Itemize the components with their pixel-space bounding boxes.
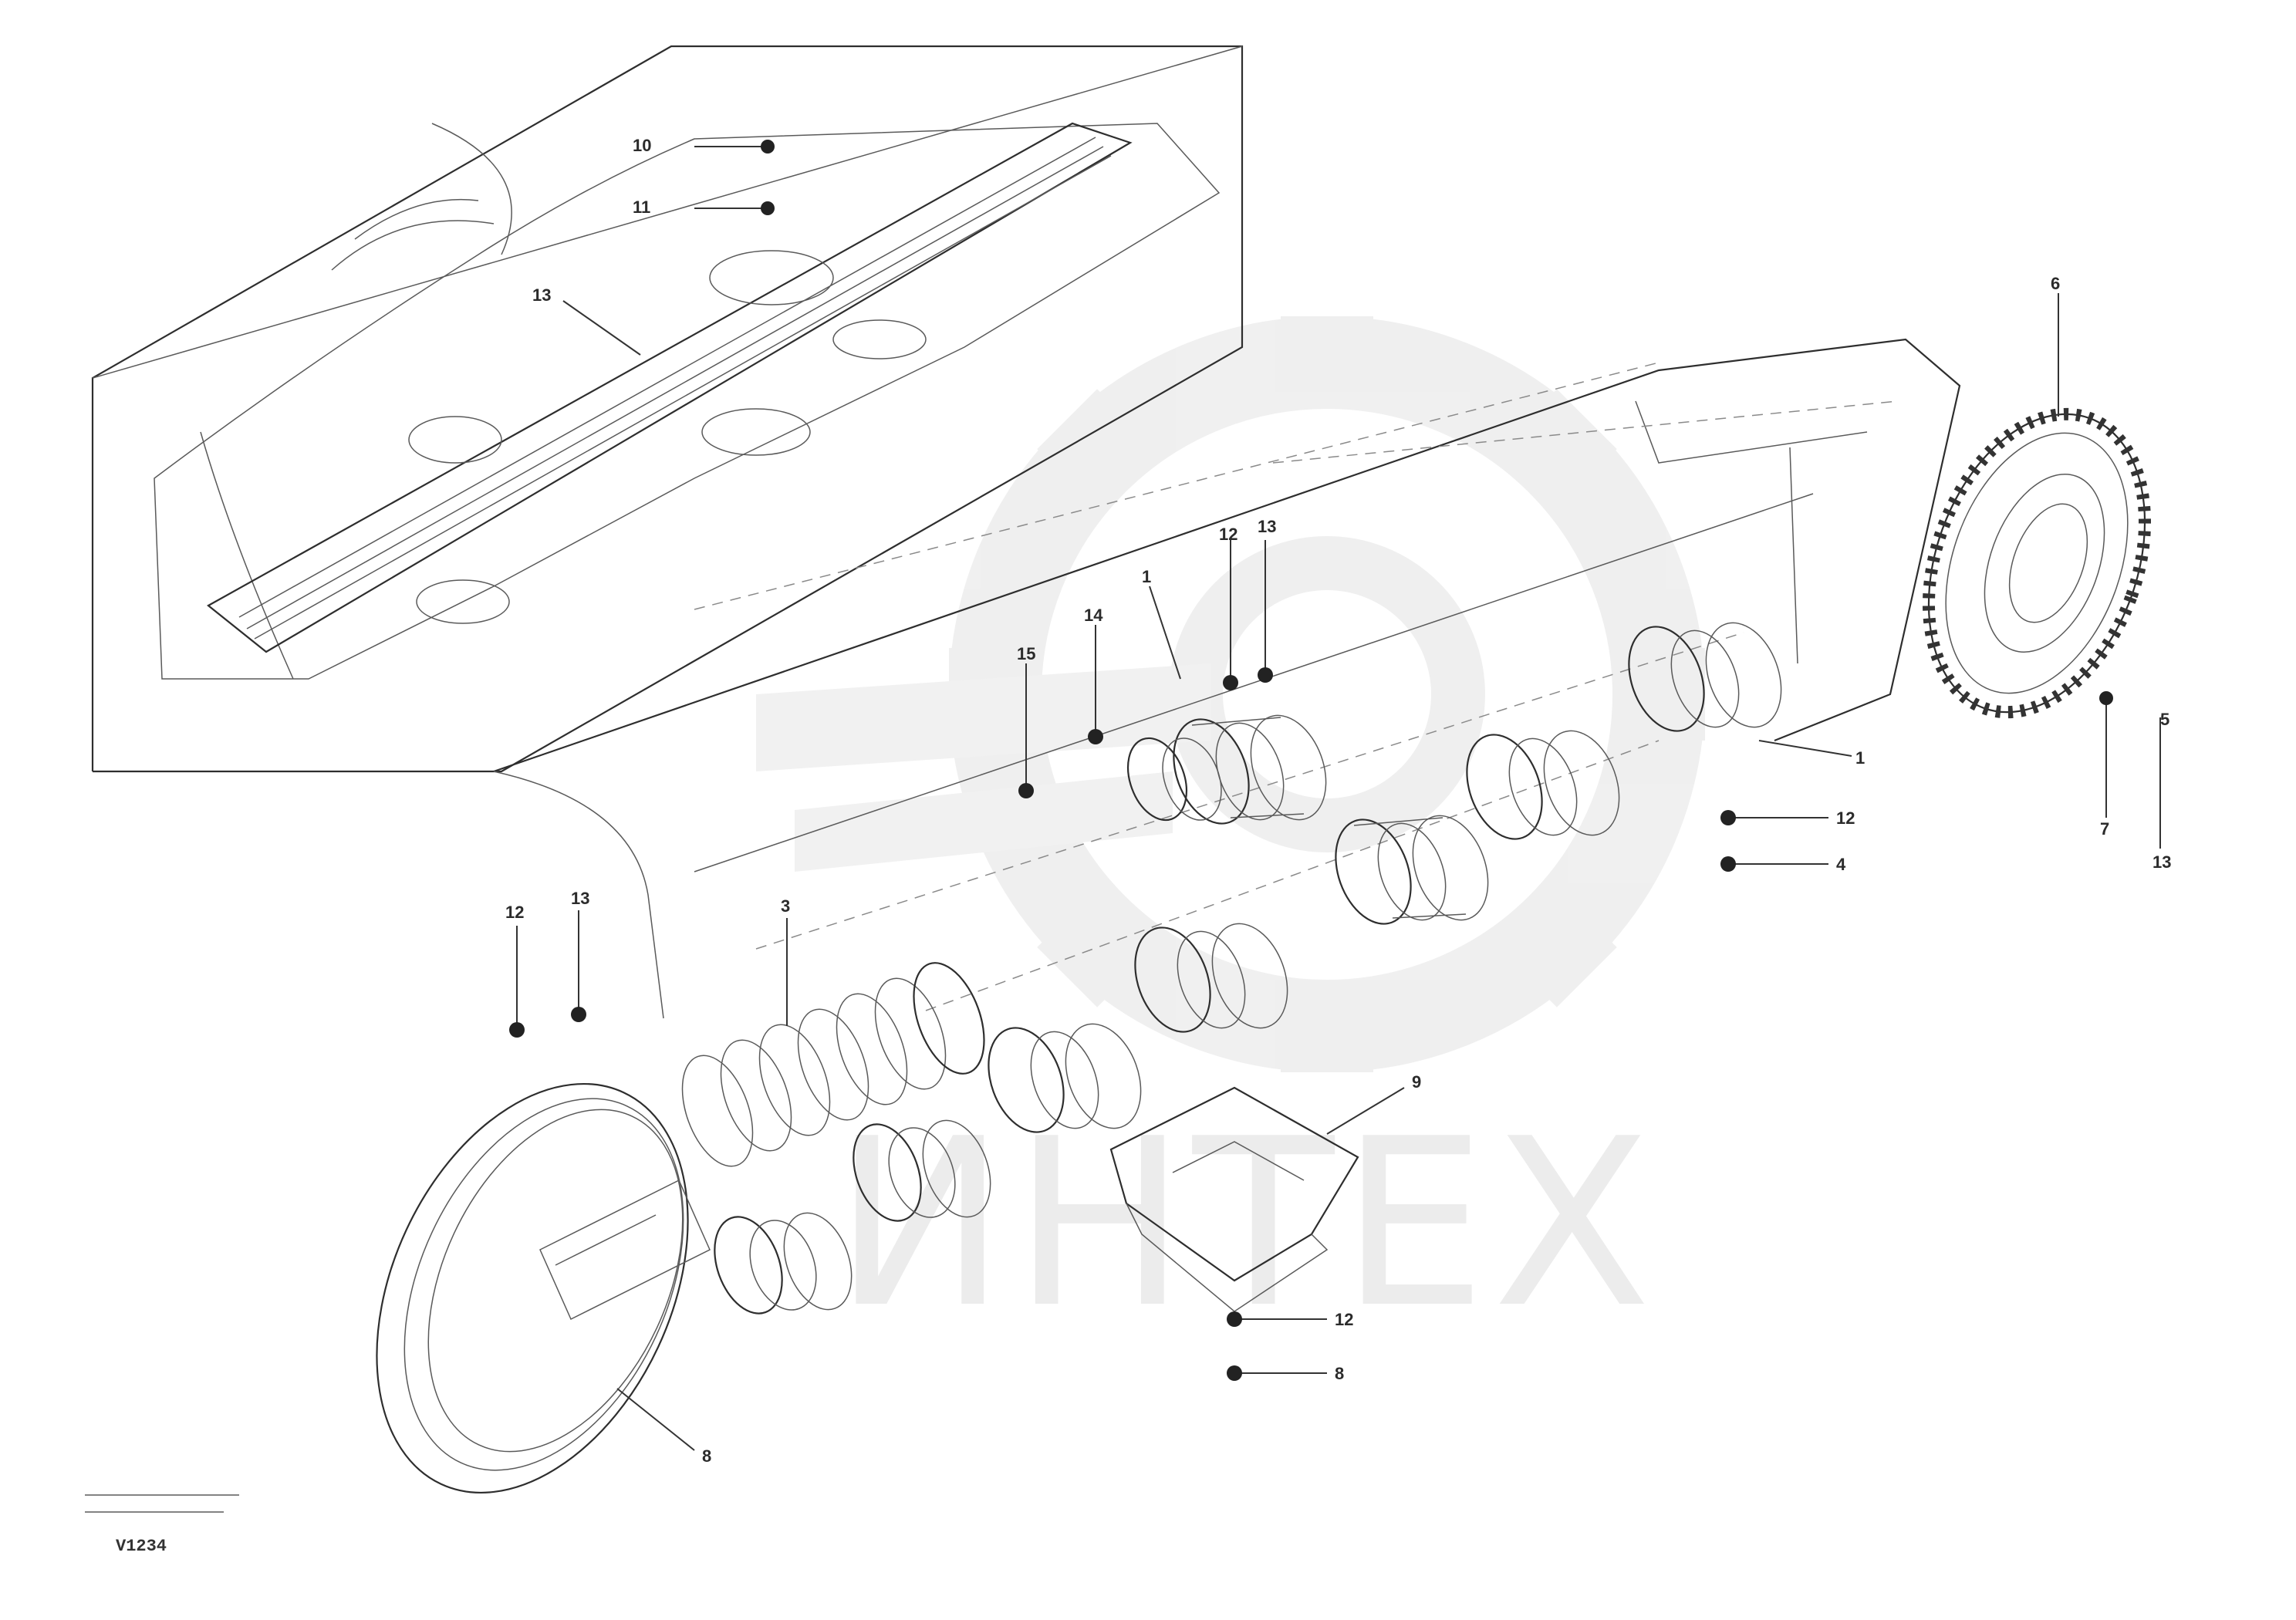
recoil-spring	[681, 962, 985, 1167]
callout-label: 13	[2152, 852, 2171, 872]
callout-label: 1	[1142, 567, 1151, 586]
bolt-icon	[761, 140, 775, 154]
nut-icon	[1018, 783, 1034, 798]
bolt-icon	[1720, 810, 1736, 825]
nut-icon	[1227, 1365, 1242, 1381]
track-roller	[1134, 923, 1288, 1033]
callout-label: 5	[2160, 710, 2169, 729]
callout-label: 6	[2051, 274, 2060, 293]
leader-lines	[516, 146, 2161, 1451]
callout-label: 7	[2100, 819, 2109, 839]
bolt-icon	[1227, 1311, 1242, 1327]
callout-label: 4	[1836, 855, 1846, 874]
callout-label: 13	[571, 889, 589, 908]
callout-label: 12	[1836, 808, 1855, 828]
track-roller	[1335, 815, 1489, 925]
figure-footer: V1234	[85, 1494, 239, 1556]
nut-icon	[571, 1007, 586, 1022]
bolt-icon	[509, 1022, 525, 1038]
callout-label: 1	[1855, 748, 1865, 768]
track-roller	[988, 1023, 1142, 1133]
callout-label: 10	[633, 136, 651, 155]
washer-icon	[1720, 856, 1736, 872]
front-idler	[376, 1082, 711, 1494]
callout-label: 8	[702, 1446, 711, 1466]
callout-label: 8	[1335, 1364, 1344, 1383]
callout-label: 13	[532, 285, 551, 305]
callout-label: 15	[1017, 644, 1035, 663]
watermark-text: ИНТЕХ	[833, 1089, 1657, 1358]
track-frame	[493, 338, 1961, 1019]
callout-labels: 10 11 13 6 12 13 1 14 15 1 12 4 7 5 13 1…	[505, 136, 2171, 1466]
figure-code: V1234	[116, 1537, 167, 1556]
nut-icon	[761, 201, 775, 215]
callout-label: 12	[1219, 525, 1237, 544]
inset-frame	[91, 45, 1244, 773]
bolt-icon	[2099, 691, 2113, 705]
carrier-roller	[1127, 737, 1222, 822]
track-roller	[1628, 622, 1782, 732]
track-roller	[853, 1119, 991, 1222]
watermark-gear-icon	[756, 316, 1705, 1072]
fasteners	[509, 140, 2113, 1381]
bolt-icon	[1088, 729, 1103, 744]
callout-label: 14	[1084, 606, 1103, 625]
callout-label: 12	[505, 903, 524, 922]
callout-label: 11	[633, 197, 650, 217]
callout-label: 13	[1258, 517, 1276, 536]
callout-label: 3	[781, 896, 790, 916]
nut-icon	[1258, 667, 1273, 683]
callout-label: 9	[1412, 1072, 1421, 1092]
track-roller	[1466, 730, 1620, 840]
drive-sprocket	[1922, 407, 2152, 719]
track-rollers	[714, 622, 1782, 1315]
track-roller	[714, 1212, 853, 1315]
callout-label: 12	[1335, 1310, 1353, 1329]
bolt-icon	[1223, 675, 1238, 690]
